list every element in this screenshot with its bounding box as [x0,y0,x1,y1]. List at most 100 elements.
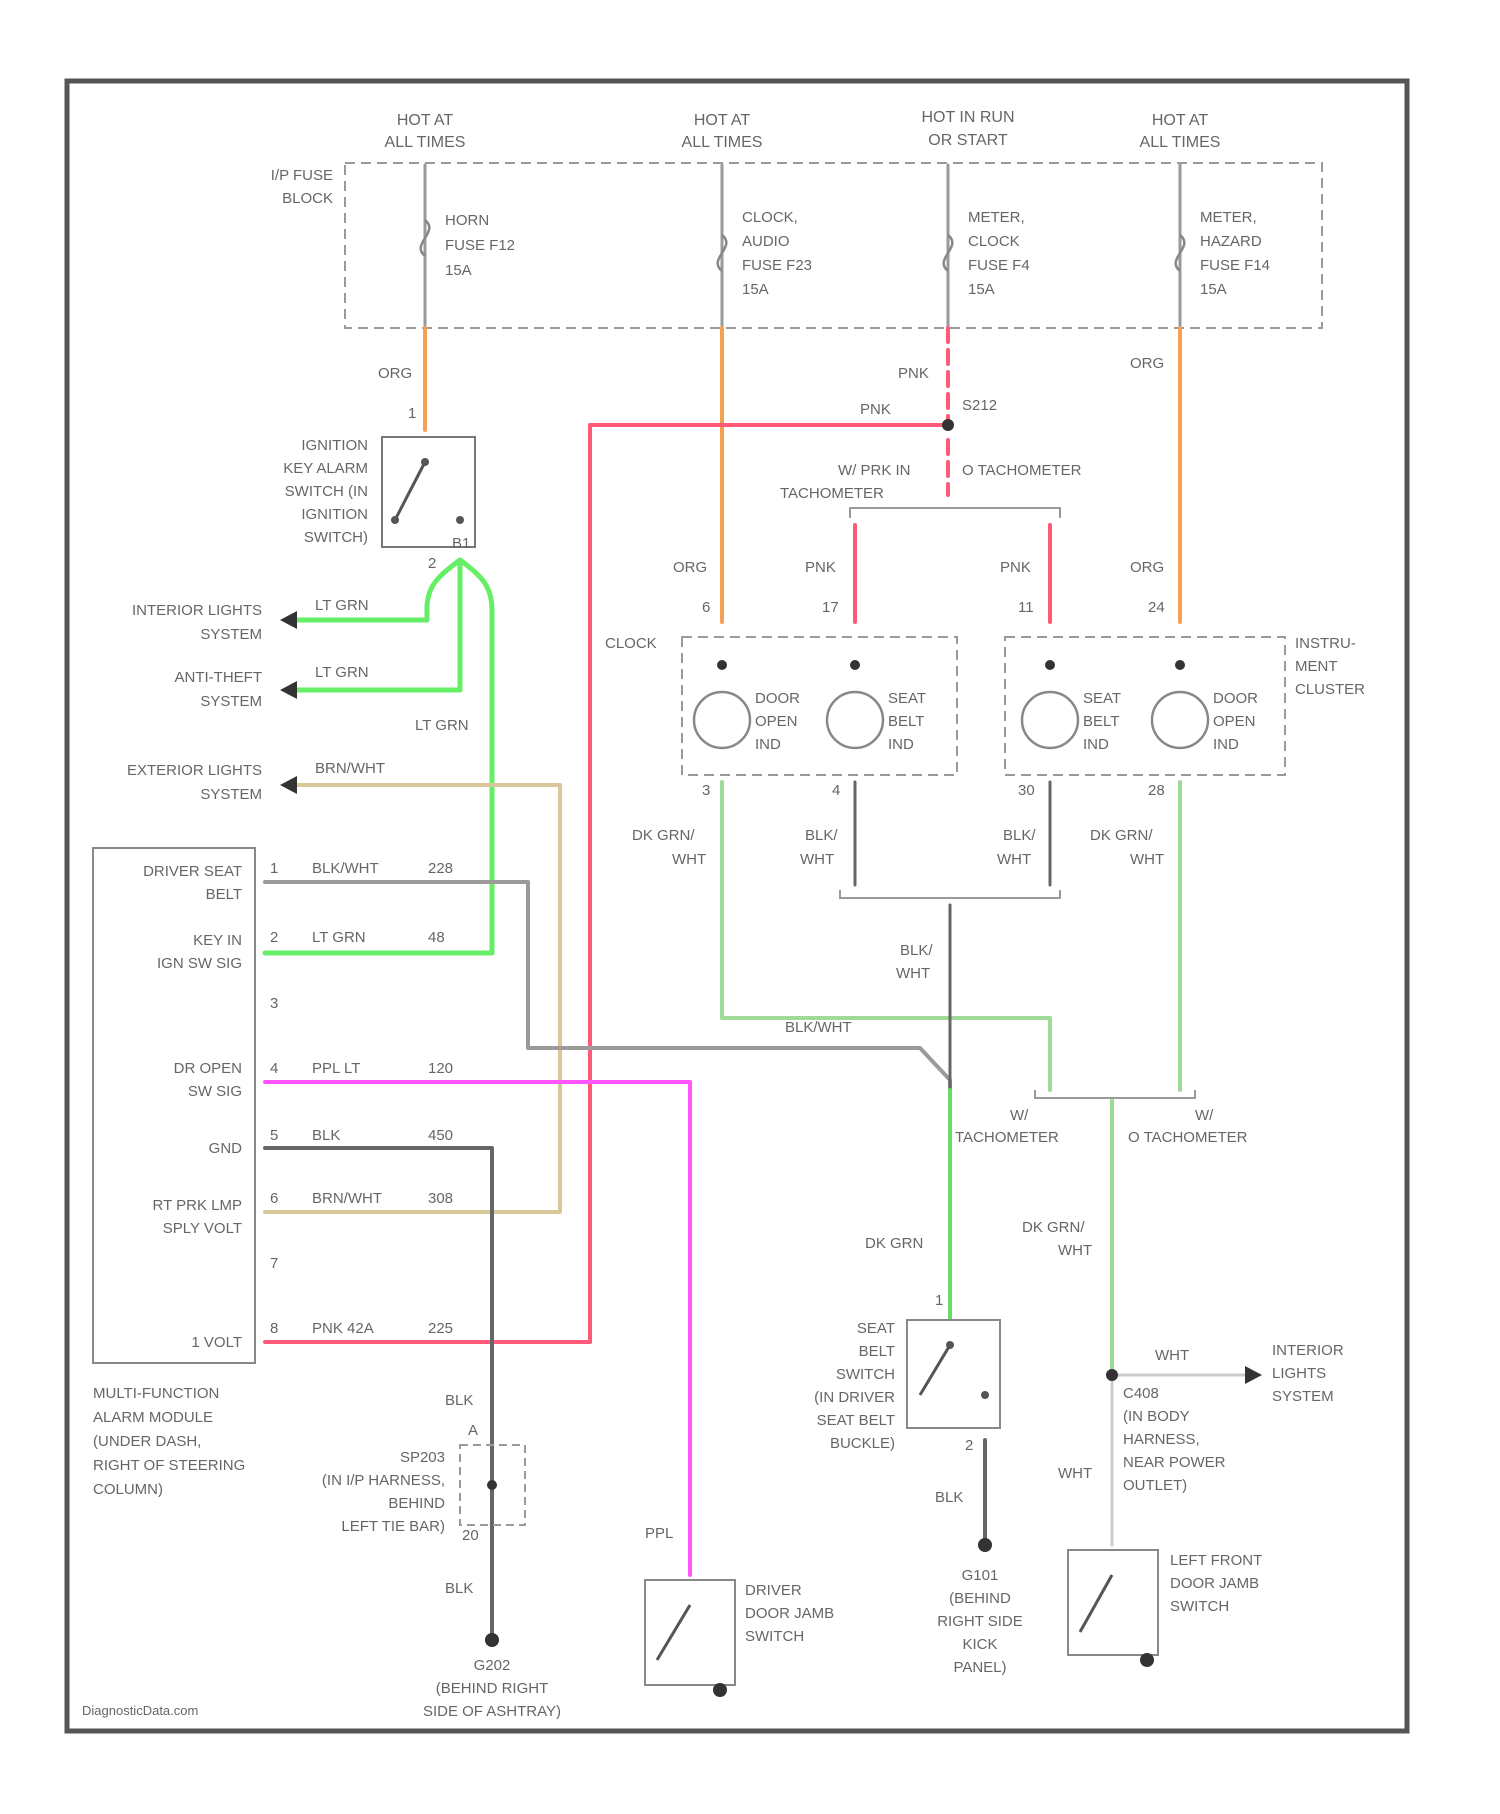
pin-c28: 28 [1148,782,1165,799]
fuse-f14-l4: 15A [1200,281,1227,298]
wire-label-brnwht: BRN/WHT [315,760,385,777]
lamp-2-l2: BELT [888,713,924,730]
module-circuit-8: 225 [428,1320,453,1337]
g202-l1: G202 [474,1657,511,1674]
wire-label-dkgrnwht-3a: DK GRN/ [1022,1219,1085,1236]
side-system-1-l1: INTERIOR LIGHTS [132,602,262,619]
pin-c30: 30 [1018,782,1035,799]
tach-mid-right-l2: O TACHOMETER [1128,1129,1248,1146]
driver-jamb-l3: SWITCH [745,1628,804,1645]
left-jamb-l3: SWITCH [1170,1598,1229,1615]
side-system-3-l2: SYSTEM [200,786,262,803]
sp203-l4: LEFT TIE BAR) [341,1518,445,1535]
fuse-f14-l3: FUSE F14 [1200,257,1270,274]
lamp-door-open-1 [694,692,750,748]
lamp-3-l1: SEAT [1083,690,1121,707]
sp203-l2: (IN I/P HARNESS, [322,1472,445,1489]
sp203-l3: BEHIND [388,1495,445,1512]
module-row-4-l2: SW SIG [188,1083,242,1100]
module-wire-5: BLK [312,1127,340,1144]
tach-mid-right-l1: W/ [1195,1107,1214,1124]
pin-sp-a: A [468,1422,478,1439]
c408-l3: HARNESS, [1123,1431,1200,1448]
exterior-lights-arrow [280,776,297,794]
seat-belt-switch-l3: SWITCH [836,1366,895,1383]
ign-label-l3: SWITCH (IN [285,483,368,500]
module-circuit-4: 120 [428,1060,453,1077]
wire-label-dkgrnwht-1b: WHT [672,851,706,868]
fuse-f12-l1: HORN [445,212,489,229]
module-pin-2: 2 [270,929,278,946]
wire-label-blk-2: BLK [445,1580,473,1597]
fuse-f4-l1: METER, [968,209,1025,226]
tach-brace-lower [840,890,1060,898]
g101-l1: G101 [962,1567,999,1584]
hot-label-3-line1: HOT IN RUN [921,109,1014,126]
wire-label-ppl: PPL [645,1525,673,1542]
ignition-contact-2 [391,516,399,524]
tach-brace-mid [1035,1090,1195,1098]
pin-c6: 6 [702,599,710,616]
cluster-label-l3: CLUSTER [1295,681,1365,698]
interior-right-l1: INTERIOR [1272,1342,1344,1359]
wire-label-dkgrnwht-1a: DK GRN/ [632,827,695,844]
splice-s212-dot [942,419,954,431]
pin-ign-b: B1 [452,535,470,552]
ign-label-l1: IGNITION [301,437,368,454]
wire-label-dkgrnwht-2a: DK GRN/ [1090,827,1153,844]
lamp-1-l3: IND [755,736,781,753]
dkgrnwht-wire-left [722,782,1050,1090]
c408-l4: NEAR POWER [1123,1454,1226,1471]
cluster-label-l1: INSTRU- [1295,635,1356,652]
ign-label-l5: SWITCH) [304,529,368,546]
module-row-6-l2: SPLY VOLT [163,1220,242,1237]
wire-label-blkwht-4: BLK/WHT [785,1019,852,1036]
hot-label-4-line1: HOT AT [1152,112,1209,129]
sp203-l1: SP203 [400,1449,445,1466]
module-circuit-6: 308 [428,1190,453,1207]
fuse-f23-l4: 15A [742,281,769,298]
module-wire-4: PPL LT [312,1060,360,1077]
wire-label-blkwht-1b: WHT [800,851,834,868]
module-wire-8: PNK 42A [312,1320,374,1337]
ignition-switch-box [382,437,475,547]
module-pin-6: 6 [270,1190,278,1207]
lamp-1-l1: DOOR [755,690,800,707]
module-circuit-5: 450 [428,1127,453,1144]
interior-right-l2: LIGHTS [1272,1365,1326,1382]
g101-l4: KICK [962,1636,997,1653]
module-wire-1: BLK/WHT [312,860,379,877]
fuse-f12-l3: 15A [445,262,472,279]
wire-label-blkwht-2a: BLK/ [1003,827,1036,844]
lamp-2-l1: SEAT [888,690,926,707]
lamp-4-l1: DOOR [1213,690,1258,707]
fuse-f4-l3: FUSE F4 [968,257,1030,274]
pin-sb1: 1 [935,1292,943,1309]
pin-c24: 24 [1148,599,1165,616]
g101-l5: PANEL) [953,1659,1006,1676]
pin-ign-top: 1 [408,405,416,422]
seat-belt-switch-l2: BELT [859,1343,895,1360]
side-system-3-l1: EXTERIOR LIGHTS [127,762,262,779]
wire-label-blk-3: BLK [935,1489,963,1506]
interior-lights-arrow [280,611,297,629]
left-jamb-l1: LEFT FRONT [1170,1552,1262,1569]
wire-label-blk-1: BLK [445,1392,473,1409]
fuse-f23-l1: CLOCK, [742,209,798,226]
wire-label-org-4: ORG [1130,559,1164,576]
ign-label-l4: IGNITION [301,506,368,523]
splice-s212-label: S212 [962,397,997,414]
seat-belt-switch-l5: SEAT BELT [817,1412,895,1429]
watermark: DiagnosticData.com [82,1703,198,1718]
lamp-door-open-2 [1152,692,1208,748]
fuse-f23-l3: FUSE F23 [742,257,812,274]
hot-label-2-line2: ALL TIMES [682,134,763,151]
fuse-block-label-l1: I/P FUSE [271,167,333,184]
wire-label-ltgrn-1: LT GRN [315,597,369,614]
wire-label-pnk-1: PNK [898,365,929,382]
fuse-f12-l2: FUSE F12 [445,237,515,254]
lamp-seat-belt-2 [1022,692,1078,748]
wire-label-blkwht-1a: BLK/ [805,827,838,844]
tach-mid-left-l1: W/ [1010,1107,1029,1124]
seat-belt-switch-l1: SEAT [857,1320,895,1337]
